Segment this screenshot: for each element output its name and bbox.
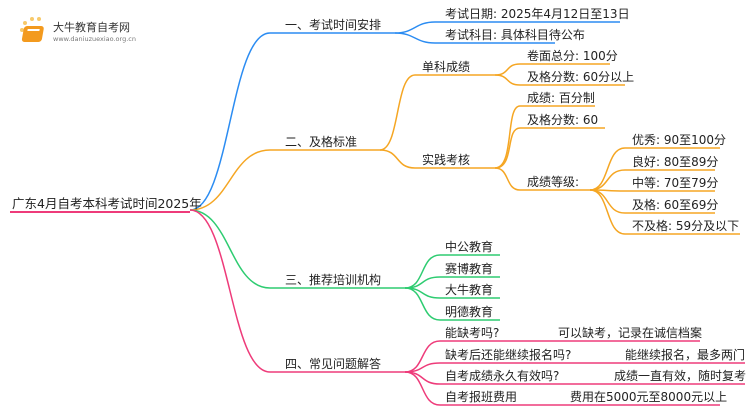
faq-answer: 能继续报名，最多两门 bbox=[625, 348, 746, 362]
branch-faq[interactable]: 四、常见问题解答 bbox=[285, 357, 382, 371]
faq-question[interactable]: 自考报班费用 bbox=[445, 390, 518, 404]
grade-item[interactable]: 不及格: 59分及以下 bbox=[632, 219, 740, 233]
faq-answer: 可以缺考，记录在诚信档案 bbox=[558, 326, 703, 340]
faq-question[interactable]: 缺考后还能继续报名吗? bbox=[445, 348, 572, 362]
grade-item[interactable]: 优秀: 90至100分 bbox=[632, 133, 727, 147]
training-item[interactable]: 中公教育 bbox=[445, 240, 494, 254]
faq-question[interactable]: 能缺考吗? bbox=[445, 326, 500, 340]
grade-levels[interactable]: 成绩等级: bbox=[527, 175, 580, 189]
schedule-date[interactable]: 考试日期: 2025年4月12日至13日 bbox=[445, 7, 630, 21]
faq-answer: 费用在5000元至8000元以上 bbox=[570, 390, 728, 404]
book-logo-icon bbox=[20, 17, 44, 42]
faq-answer: 成绩一直有效，随时复考 bbox=[614, 369, 747, 383]
logo bbox=[18, 16, 52, 50]
practice-score[interactable]: 成绩: 百分制 bbox=[527, 91, 595, 105]
single-total[interactable]: 卷面总分: 100分 bbox=[527, 49, 618, 63]
practice-assessment[interactable]: 实践考核 bbox=[422, 153, 471, 167]
faq-question[interactable]: 自考成绩永久有效吗? bbox=[445, 369, 560, 383]
single-pass[interactable]: 及格分数: 60分以上 bbox=[527, 70, 635, 84]
branch-passing[interactable]: 二、及格标准 bbox=[285, 135, 358, 149]
grade-item[interactable]: 及格: 60至69分 bbox=[632, 198, 719, 212]
training-item[interactable]: 明德教育 bbox=[445, 305, 494, 319]
single-score[interactable]: 单科成绩 bbox=[422, 60, 471, 74]
root-node[interactable]: 广东4月自考本科考试时间2025年 bbox=[12, 196, 202, 211]
training-item[interactable]: 赛博教育 bbox=[445, 262, 494, 276]
logo-title: 大牛教育自考网 bbox=[53, 21, 130, 34]
branch-schedule[interactable]: 一、考试时间安排 bbox=[285, 18, 382, 32]
logo-url: www.daniuzuexiao.org.cn bbox=[53, 35, 136, 43]
branch-training[interactable]: 三、推荐培训机构 bbox=[285, 273, 382, 287]
training-item[interactable]: 大牛教育 bbox=[445, 283, 494, 297]
grade-item[interactable]: 良好: 80至89分 bbox=[632, 155, 719, 169]
schedule-subjects[interactable]: 考试科目: 具体科目待公布 bbox=[445, 28, 585, 42]
practice-pass[interactable]: 及格分数: 60 bbox=[527, 113, 599, 127]
grade-item[interactable]: 中等: 70至79分 bbox=[632, 176, 719, 190]
